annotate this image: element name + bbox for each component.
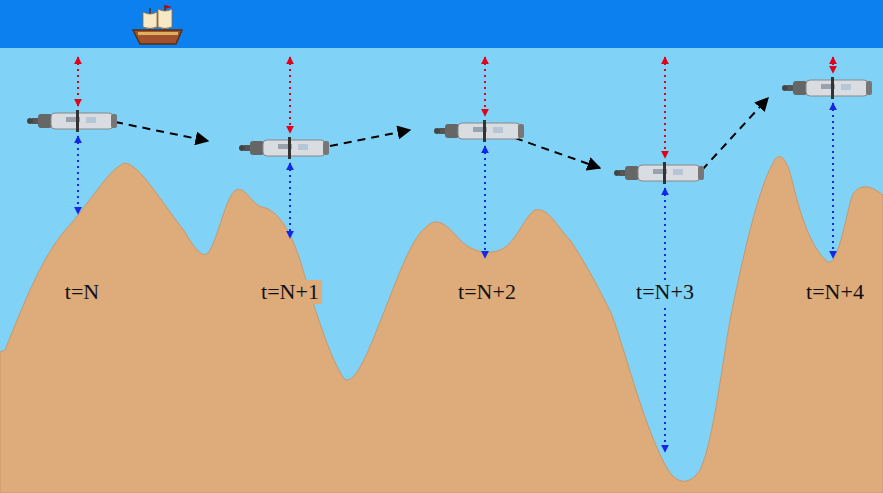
time-label: t=N+2 xyxy=(455,280,519,304)
time-label: t=N+4 xyxy=(803,280,867,304)
trajectory-arrows xyxy=(115,98,768,170)
water xyxy=(0,48,883,493)
sea-surface xyxy=(0,0,883,48)
range-arrows xyxy=(78,57,833,452)
time-label: t=N xyxy=(62,280,102,304)
time-label: t=N+1 xyxy=(258,280,322,304)
seafloor-terrain xyxy=(0,157,883,493)
time-label: t=N+3 xyxy=(633,280,697,304)
auv-vehicles xyxy=(27,77,872,184)
ship-icon xyxy=(133,5,182,44)
